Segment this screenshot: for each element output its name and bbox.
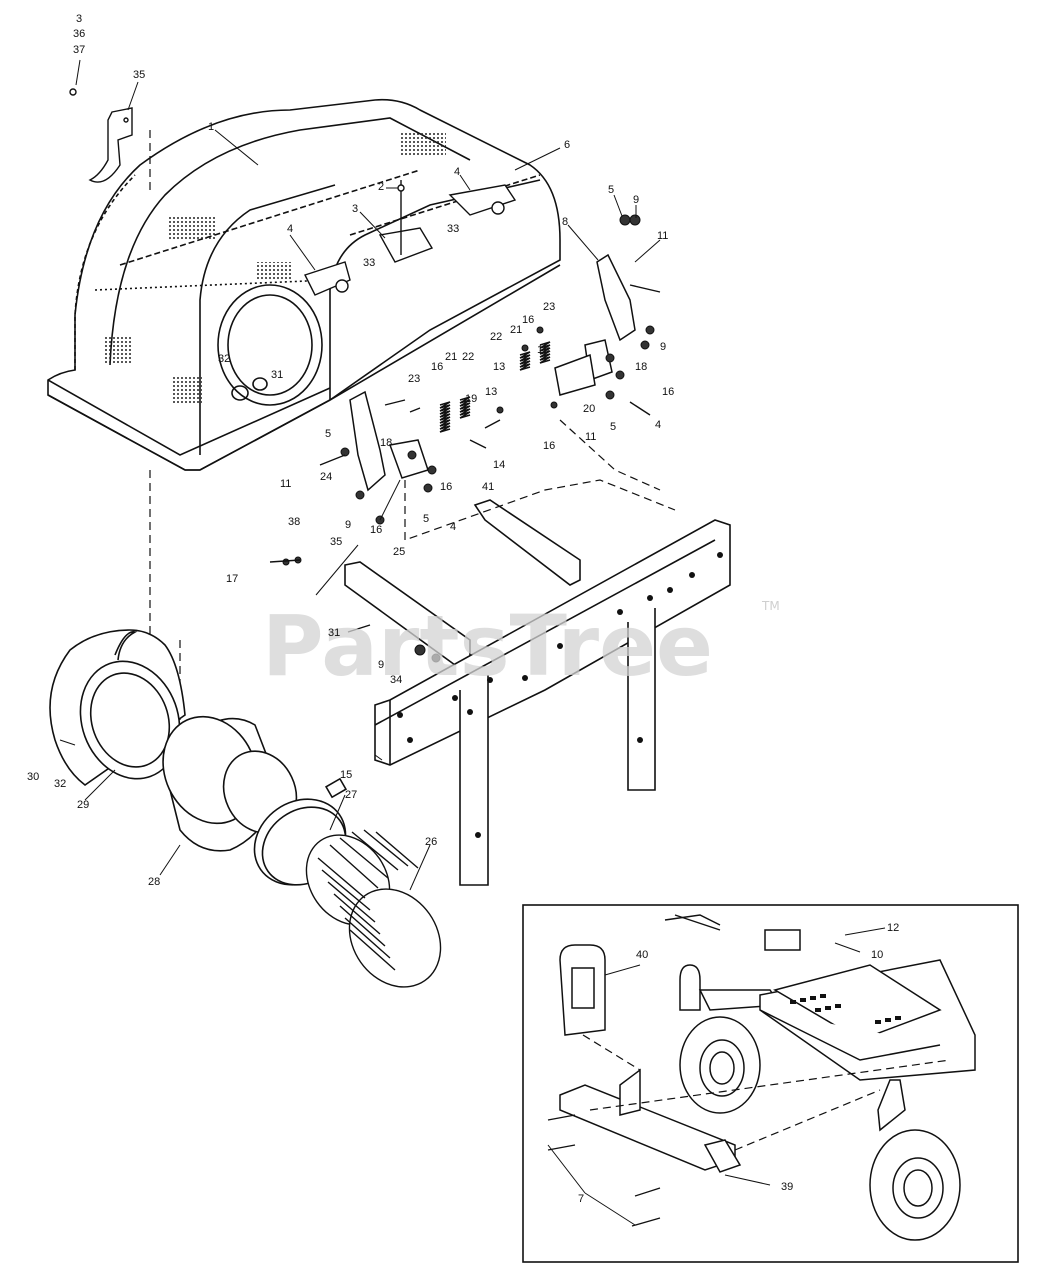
callout-35: 35 xyxy=(330,536,342,548)
blower-housing xyxy=(47,98,561,471)
callout-4: 4 xyxy=(655,419,661,431)
vent-grilles xyxy=(105,132,446,403)
callout-11: 11 xyxy=(657,230,668,242)
callout-22: 22 xyxy=(462,351,474,363)
hinge-brackets xyxy=(304,180,517,296)
callout-16: 16 xyxy=(440,481,452,493)
callout-26: 26 xyxy=(425,836,437,848)
inset-panel xyxy=(522,904,1019,1263)
callout-22: 22 xyxy=(490,331,502,343)
callout-40: 40 xyxy=(636,949,648,961)
callout-9: 9 xyxy=(378,659,384,671)
callout-32: 32 xyxy=(218,353,230,365)
callout-8: 8 xyxy=(562,216,568,228)
callout-1: 1 xyxy=(208,121,214,133)
latch-part xyxy=(69,88,133,183)
callout-34: 34 xyxy=(390,674,402,686)
callout-13: 13 xyxy=(493,361,505,373)
callout-19: 19 xyxy=(537,344,549,356)
callout-20: 20 xyxy=(583,403,595,415)
callout-labels: 3 36 37 35 1 6 4 2 3 33 4 33 8 5 9 11 23… xyxy=(27,13,899,1205)
callout-10: 10 xyxy=(871,949,883,961)
callout-5: 5 xyxy=(423,513,429,525)
callout-16: 16 xyxy=(522,314,534,326)
watermark-text: PartsTree xyxy=(262,597,713,695)
callout-7: 7 xyxy=(578,1193,584,1205)
callout-19: 19 xyxy=(465,393,477,405)
callout-32: 32 xyxy=(54,778,66,790)
callout-31: 31 xyxy=(328,627,340,639)
callout-38: 38 xyxy=(288,516,300,528)
hose xyxy=(305,829,442,988)
callout-23: 23 xyxy=(543,301,555,313)
callout-2: 2 xyxy=(378,181,384,193)
callout-31: 31 xyxy=(271,369,283,381)
callout-5: 5 xyxy=(325,428,331,440)
callout-11: 11 xyxy=(585,431,596,443)
callout-30: 30 xyxy=(27,771,39,783)
callout-28: 28 xyxy=(148,876,160,888)
watermark-trademark: TM xyxy=(761,599,780,613)
callout-14: 14 xyxy=(493,459,505,471)
callout-3: 3 xyxy=(352,203,358,215)
callout-33: 33 xyxy=(363,257,375,269)
callout-5: 5 xyxy=(608,184,614,196)
callout-29: 29 xyxy=(77,799,89,811)
callout-33: 33 xyxy=(447,223,459,235)
callout-37: 37 xyxy=(73,44,85,56)
frame-rails xyxy=(344,499,731,886)
callout-4: 4 xyxy=(454,166,460,178)
callout-9: 9 xyxy=(633,194,639,206)
callout-35: 35 xyxy=(133,69,145,81)
callout-4: 4 xyxy=(450,521,456,533)
callout-9: 9 xyxy=(345,519,351,531)
frame-holes xyxy=(397,552,723,838)
callout-16: 16 xyxy=(543,440,555,452)
callout-16: 16 xyxy=(662,386,674,398)
callout-11: 11 xyxy=(280,478,291,490)
callout-21: 21 xyxy=(510,324,522,336)
callout-9: 9 xyxy=(660,341,666,353)
callout-18: 18 xyxy=(380,437,392,449)
callout-3: 3 xyxy=(76,13,82,25)
callout-13: 13 xyxy=(485,386,497,398)
callout-21: 21 xyxy=(445,351,457,363)
callout-39: 39 xyxy=(781,1181,793,1193)
callout-6: 6 xyxy=(564,139,570,151)
callout-36: 36 xyxy=(73,28,85,40)
callout-12: 12 xyxy=(887,922,899,934)
mount-brackets xyxy=(349,253,636,492)
callout-27: 27 xyxy=(345,789,357,801)
bolts xyxy=(269,284,661,633)
callout-16: 16 xyxy=(370,524,382,536)
callout-4: 4 xyxy=(287,223,293,235)
callout-23: 23 xyxy=(408,373,420,385)
springs xyxy=(439,341,551,433)
leader-lines xyxy=(59,59,886,1226)
callout-24: 24 xyxy=(320,471,332,483)
callout-25: 25 xyxy=(393,546,405,558)
callout-16: 16 xyxy=(431,361,443,373)
callout-17: 17 xyxy=(226,573,238,585)
callout-41: 41 xyxy=(482,481,494,493)
callout-15: 15 xyxy=(340,769,352,781)
callout-18: 18 xyxy=(635,361,647,373)
callout-5: 5 xyxy=(610,421,616,433)
